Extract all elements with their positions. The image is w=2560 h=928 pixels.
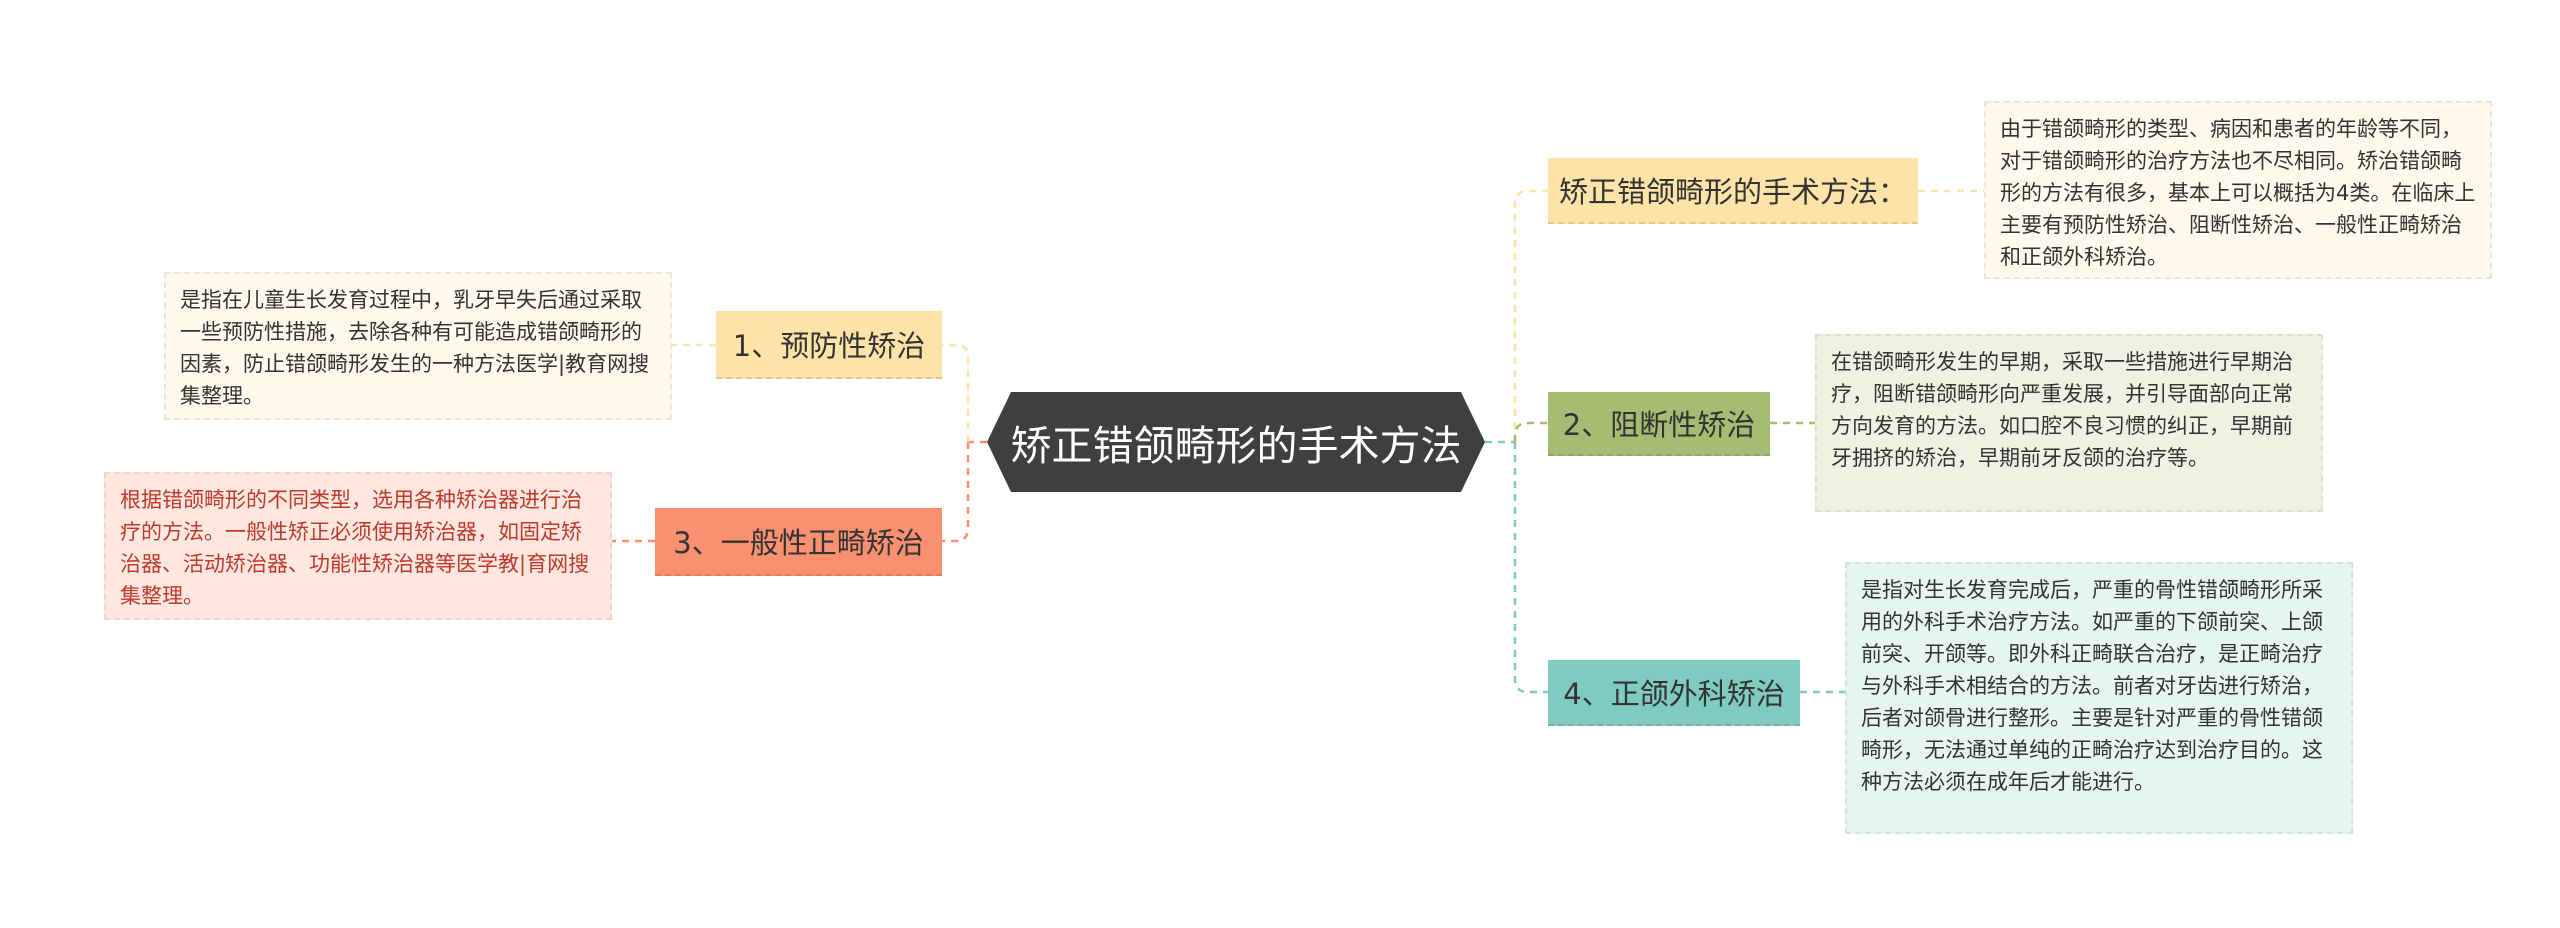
branch-label: 1、预防性矫治 bbox=[732, 329, 926, 363]
central-topic-label: 矫正错颌畸形的手术方法 bbox=[1010, 422, 1462, 470]
branch-label: 4、正颌外科矫治 bbox=[1563, 677, 1785, 711]
link-left-b1 bbox=[942, 343, 970, 442]
link-right-b1 bbox=[1513, 189, 1548, 442]
link-right-b2 bbox=[1513, 421, 1548, 442]
note-text: 根据错颌畸形的不同类型，选用各种矫治器进行治疗的方法。一般性矫正必须使用矫治器，… bbox=[120, 488, 590, 608]
note-interceptive[interactable]: 在错颌畸形发生的早期，采取一些措施进行早期治疗，阻断错颌畸形向严重发展，并引导面… bbox=[1815, 334, 2323, 512]
branch-label: 2、阻断性矫治 bbox=[1562, 408, 1756, 442]
note-text: 在错颌畸形发生的早期，采取一些措施进行早期治疗，阻断错颌畸形向严重发展，并引导面… bbox=[1831, 350, 2293, 470]
branch-preventive[interactable]: 1、预防性矫治 bbox=[716, 311, 942, 379]
link-right-b4 bbox=[1513, 442, 1548, 694]
note-text: 是指在儿童生长发育过程中，乳牙早失后通过采取一些预防性措施，去除各种有可能造成错… bbox=[180, 288, 650, 408]
branch-surgery-methods[interactable]: 矫正错颌畸形的手术方法： bbox=[1548, 158, 1918, 224]
note-text: 是指对生长发育完成后，严重的骨性错颌畸形所采用的外科手术治疗方法。如严重的下颌前… bbox=[1861, 578, 2323, 794]
branch-label: 矫正错颌畸形的手术方法： bbox=[1558, 175, 1907, 209]
note-surgery-methods[interactable]: 由于错颌畸形的类型、病因和患者的年龄等不同，对于错颌畸形的治疗方法也不尽相同。矫… bbox=[1984, 101, 2492, 279]
note-orthodontic[interactable]: 根据错颌畸形的不同类型，选用各种矫治器进行治疗的方法。一般性矫正必须使用矫治器，… bbox=[104, 472, 612, 620]
branch-orthognathic[interactable]: 4、正颌外科矫治 bbox=[1548, 660, 1800, 726]
branch-interceptive[interactable]: 2、阻断性矫治 bbox=[1548, 392, 1770, 456]
branch-orthodontic[interactable]: 3、一般性正畸矫治 bbox=[655, 508, 942, 576]
note-orthognathic[interactable]: 是指对生长发育完成后，严重的骨性错颌畸形所采用的外科手术治疗方法。如严重的下颌前… bbox=[1845, 562, 2353, 834]
branch-label: 3、一般性正畸矫治 bbox=[673, 526, 924, 560]
note-text: 由于错颌畸形的类型、病因和患者的年龄等不同，对于错颌畸形的治疗方法也不尽相同。矫… bbox=[2000, 117, 2476, 269]
note-preventive[interactable]: 是指在儿童生长发育过程中，乳牙早失后通过采取一些预防性措施，去除各种有可能造成错… bbox=[164, 272, 672, 420]
central-topic[interactable]: 矫正错颌畸形的手术方法 bbox=[987, 392, 1485, 492]
link-left-b3 bbox=[942, 442, 970, 543]
